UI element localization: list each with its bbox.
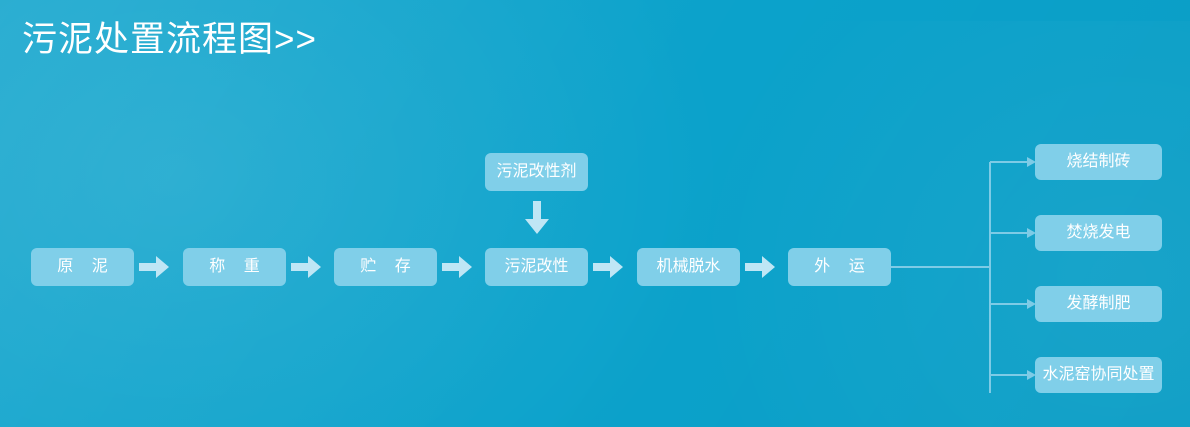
branch-connector-lines — [888, 130, 1048, 400]
arrow-right-icon-3 — [442, 255, 472, 279]
node-fermentation-fertilizer: 发酵制肥 — [1035, 286, 1162, 322]
node-incineration-power: 焚烧发电 — [1035, 215, 1162, 251]
arrow-right-icon-5 — [745, 255, 775, 279]
node-transport-out: 外 运 — [788, 248, 891, 286]
arrow-right-icon-4 — [593, 255, 623, 279]
node-sludge-modification: 污泥改性 — [485, 248, 588, 286]
node-weighing: 称 重 — [183, 248, 286, 286]
arrow-right-icon-1 — [139, 255, 169, 279]
node-cement-kiln-codisposal: 水泥窑协同处置 — [1035, 357, 1162, 393]
arrow-right-icon-2 — [291, 255, 321, 279]
node-sludge-modifier: 污泥改性剂 — [485, 153, 588, 191]
page-title: 污泥处置流程图>> — [22, 20, 317, 59]
arrow-down-icon — [524, 201, 550, 235]
node-storage: 贮 存 — [334, 248, 437, 286]
node-sintered-brick: 烧结制砖 — [1035, 144, 1162, 180]
node-raw-sludge: 原 泥 — [31, 248, 134, 286]
node-mechanical-dewatering: 机械脱水 — [637, 248, 740, 286]
